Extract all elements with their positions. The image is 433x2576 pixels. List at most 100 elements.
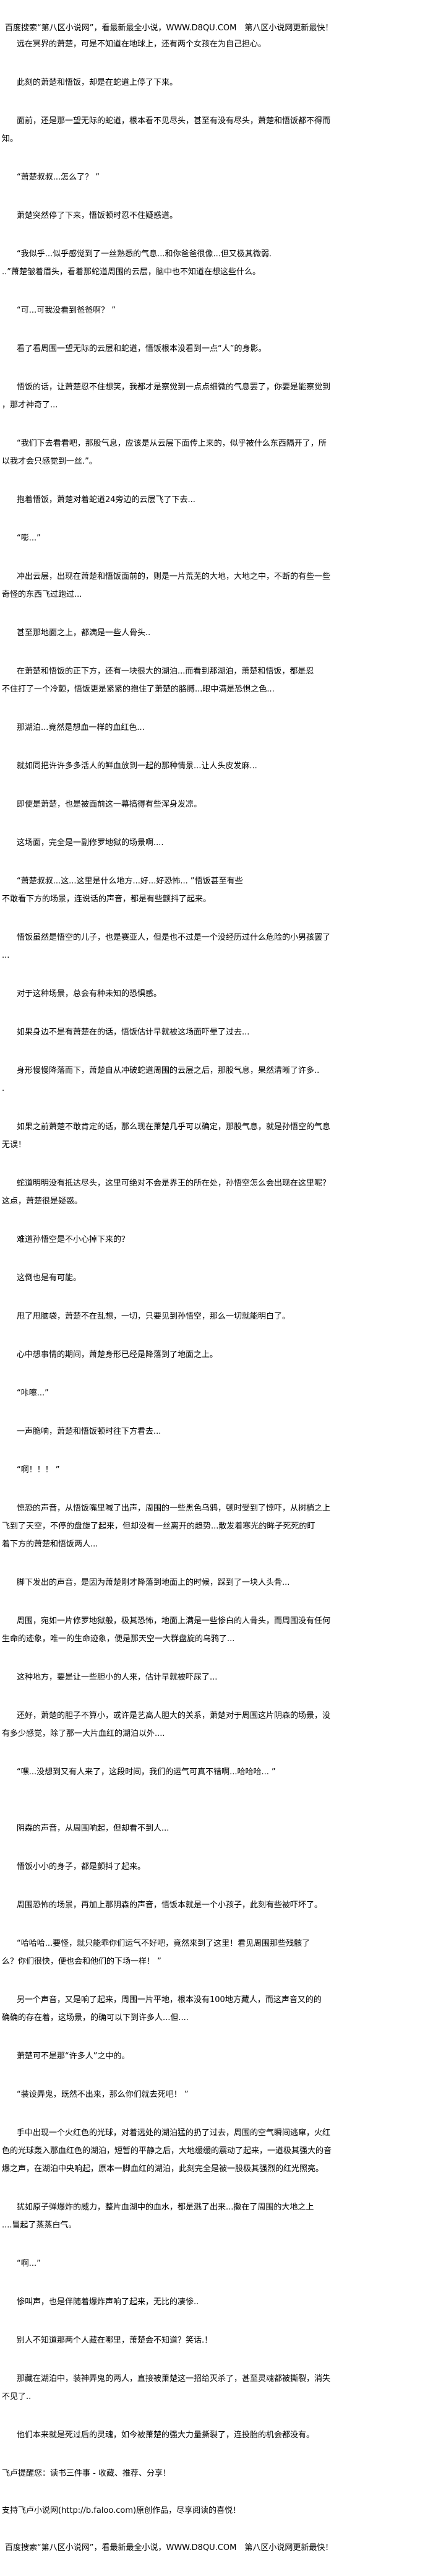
paragraph-line: 手中出现一个火红色的光球，对着远处的湖泊猛的扔了过去，周围的空气瞬间逃窜，火红 bbox=[17, 2128, 331, 2138]
paragraph-line: 面前，还是那一望无际的蛇道，根本看不见尽头，甚至有没有尽头，萧楚和悟饭都不得而 bbox=[17, 116, 331, 126]
paragraph-line: “萧楚叔叔...怎么了？ ” bbox=[17, 173, 100, 182]
paragraph-line: 脚下发出的声音，是因为萧楚刚才降落到地面上的时候，踩到了一块人头骨... bbox=[17, 1578, 290, 1587]
paragraph-line: 另一个声音，又是响了起来，周围一片平地，根本没有100地方藏人，而这声音又的的 bbox=[17, 1995, 322, 2005]
paragraph-line: 萧楚突然停了下来，悟饭顿时忍不住疑惑道。 bbox=[17, 211, 178, 220]
paragraph-line: 惨叫声，也是伴随着爆炸声响了起来，无比的凄惨.. bbox=[17, 2297, 199, 2307]
paragraph: “哈哈哈...要怪，就只能乖你们运气不好吧，竟然来到了这里！看见周围那些残骸了么… bbox=[2, 1935, 433, 1971]
paragraph-line: 即使是萧楚，也是被面前这一幕搞得有些浑身发凉。 bbox=[17, 800, 202, 809]
paragraph-line: 心中想事情的期间，萧楚身形已经是降落到了地面之上。 bbox=[17, 1350, 218, 1360]
paragraph: “装设弄鬼，既然不出来，那么你们就去死吧！ ” bbox=[2, 2086, 433, 2104]
paragraph-line: 不敢看下方的场景，连说话的声音，都是有些颤抖了起来。 bbox=[2, 895, 212, 904]
paragraph-line: 如果之前萧楚不敢肯定的话，那么现在萧楚几乎可以确定，那股气息，就是孙悟空的气息 bbox=[17, 1122, 331, 1132]
paragraph: “萧楚叔叔...这...这里是什么地方...好...好恐怖... ”悟饭甚至有些… bbox=[2, 872, 433, 908]
paragraph: “我们下去看看吧，那股气息，应该是从云层下面传上来的，似乎被什么东西隔开了，所以… bbox=[2, 435, 433, 471]
paragraph-line: “装设弄鬼，既然不出来，那么你们就去死吧！ ” bbox=[17, 2090, 189, 2099]
paragraph: 这种地方，要是让一些胆小的人来，估计早就被吓尿了... bbox=[2, 1668, 433, 1686]
paragraph-line: 有多少感觉，除了那一大片血红的湖泊以外.... bbox=[2, 1729, 165, 1738]
paragraph-line: 身形慢慢降落而下，萧楚自从冲破蛇道周围的云层之后，那股气息，果然清晰了许多.. bbox=[17, 1066, 320, 1075]
paragraph: 身形慢慢降落而下，萧楚自从冲破蛇道周围的云层之后，那股气息，果然清晰了许多... bbox=[2, 1062, 433, 1098]
paragraph-line: 抱着悟饭，萧楚对着蛇道24旁边的云层飞了下去... bbox=[17, 495, 195, 505]
paragraph: 如果之前萧楚不敢肯定的话，那么现在萧楚几乎可以确定，那股气息，就是孙悟空的气息无… bbox=[2, 1118, 433, 1154]
paragraph-line: 悟饭小小的身子，都是颤抖了起来。 bbox=[17, 1862, 146, 1871]
paragraph-line: 确确的存在着，这场景，的确可以下到许多人...但.... bbox=[2, 2013, 189, 2023]
paragraph-line: 这种地方，要是让一些胆小的人来，估计早就被吓尿了... bbox=[17, 1673, 218, 1682]
paragraph-line: 他们本来就是死过后的灵魂，如今被萧楚的强大力量撕裂了，连投胎的机会都没有。 bbox=[17, 2431, 315, 2440]
paragraph: 悟饭小小的身子，都是颤抖了起来。 bbox=[2, 1858, 433, 1876]
paragraph-line: “我似乎...似乎感觉到了一丝熟悉的气息...和你爸爸很像...但又极其微弱. bbox=[17, 249, 272, 259]
paragraph-line: “萧楚叔叔...这...这里是什么地方...好...好恐怖... ”悟饭甚至有些 bbox=[17, 877, 243, 886]
paragraph: 周围，宛如一片修罗地狱般，极其恐怖，地面上满是一些惨白的人骨头，而周围没有任何生… bbox=[2, 1612, 433, 1648]
paragraph: “可...可我没看到爸爸啊？ ” bbox=[2, 301, 433, 319]
paragraph-line: “哈哈哈...要怪，就只能乖你们运气不好吧，竟然来到了这里！看见周围那些残骸了 bbox=[17, 1939, 311, 1948]
paragraph: 这场面，完全是一副修罗地狱的场景啊.... bbox=[2, 834, 433, 852]
footer-support-link[interactable]: 支持飞卢小说网(http://b.faloo.com)原创作品，尽享阅读的喜悦！ bbox=[2, 2506, 241, 2515]
paragraph-line: 这点，萧楚很是疑惑。 bbox=[2, 1197, 83, 1206]
paragraph: 这倒也是有可能。 bbox=[2, 1269, 433, 1287]
paragraph: 悟饭的话，让萧楚忍不住想笑，我都才是察觉到一点点细微的气息罢了，你要是能察觉到，… bbox=[2, 378, 433, 414]
paragraph: “啊！！！ ” bbox=[2, 1461, 433, 1479]
paragraph-line: 奇怪的东西飞过跑过... bbox=[2, 590, 82, 599]
paragraph-line: 爆之声，在湖泊中央响起，原本一脚血红的湖泊，此刻完全是被一股极其强烈的红光照亮。 bbox=[2, 2164, 324, 2174]
paragraph-line: 难道孙悟空是不小心掉下来的？ bbox=[17, 1235, 130, 1244]
paragraph: 惊恐的声音，从悟饭嘴里喊了出声，周围的一些黑色乌鸦，顿时受到了惊吓，从树梢之上飞… bbox=[2, 1499, 433, 1553]
paragraph: 在萧楚和悟饭的正下方，还有一块很大的湖泊...而看到那湖泊，萧楚和悟饭，都是忍不… bbox=[2, 662, 433, 698]
paragraph-line: 甚至那地面之上，都满是一些人骨头.. bbox=[17, 628, 151, 638]
paragraph-line: 别人不知道那两个人藏在哪里，萧楚会不知道？笑话.！ bbox=[17, 2336, 213, 2345]
paragraph: 那藏在湖泊中，装神弄鬼的两人，直接被萧楚这一招给灭杀了，甚至灵魂都被撕裂，消失不… bbox=[2, 2370, 433, 2406]
paragraph-line: ..”萧楚皱着眉头，看着那蛇道周围的云层，脑中也不知道在想这些什么。 bbox=[2, 267, 260, 277]
paragraph-line: 一声脆响，萧楚和悟饭顿时往下方看去... bbox=[17, 1427, 161, 1436]
paragraph: 即使是萧楚，也是被面前这一幕搞得有些浑身发凉。 bbox=[2, 796, 433, 813]
paragraph: 另一个声音，又是响了起来，周围一片平地，根本没有100地方藏人，而这声音又的的确… bbox=[2, 1991, 433, 2027]
paragraph: “我似乎...似乎感觉到了一丝熟悉的气息...和你爸爸很像...但又极其微弱..… bbox=[2, 245, 433, 281]
paragraph: “嘿...没想到又有人来了，这段时间，我们的运气可真不错啊...哈哈哈... ” bbox=[2, 1763, 433, 1781]
paragraph-line: 这场面，完全是一副修罗地狱的场景啊.... bbox=[17, 838, 164, 848]
paragraph: 脚下发出的声音，是因为萧楚刚才降落到地面上的时候，踩到了一块人头骨... bbox=[2, 1574, 433, 1592]
paragraph: 对于这种场景，总会有种未知的恐惧感。 bbox=[2, 985, 433, 1003]
paragraph-line: 周围恐怖的场景，再加上那阴森的声音，悟饭本就是一个小孩子，此刻有些被吓坏了。 bbox=[17, 1901, 323, 1910]
paragraph: 难道孙悟空是不小心掉下来的？ bbox=[2, 1231, 433, 1249]
paragraph-line: 冲出云层，出现在萧楚和悟饭面前的，则是一片荒芜的大地，大地之中，不断的有些一些 bbox=[17, 572, 331, 581]
paragraph: 萧楚可不是那“许多人”之中的。 bbox=[2, 2047, 433, 2065]
paragraph: 甚至那地面之上，都满是一些人骨头.. bbox=[2, 624, 433, 642]
paragraph-line: 还好，萧楚的胆子不算小，或许是艺高人胆大的关系，萧楚对于周围这片阴森的场景，没 bbox=[17, 1711, 331, 1720]
paragraph-line: ... bbox=[2, 951, 10, 960]
paragraph: 就如同把许许多多活人的鲜血放到一起的那种情景...让人头皮发麻... bbox=[2, 757, 433, 775]
paragraph-line: 看了看周围一望无际的云层和蛇道，悟饭根本没看到一点“人”的身影。 bbox=[17, 344, 267, 353]
paragraph: “咔嚓...” bbox=[2, 1384, 433, 1402]
paragraph: 蛇道明明没有抵达尽头，这里可绝对不会是界王的所在处，孙悟空怎么会出现在这里呢？这… bbox=[2, 1174, 433, 1210]
paragraph-line: 对于这种场景，总会有种未知的恐惧感。 bbox=[17, 989, 162, 999]
paragraph: 冲出云层，出现在萧楚和悟饭面前的，则是一片荒芜的大地，大地之中，不断的有些一些奇… bbox=[2, 568, 433, 604]
footer-reminder: 飞卢提醒您：读书三件事 - 收藏、推荐、分享！ bbox=[2, 2469, 171, 2478]
paragraph-line: 萧楚可不是那“许多人”之中的。 bbox=[17, 2052, 130, 2061]
paragraph-line: “我们下去看看吧，那股气息，应该是从云层下面传上来的，似乎被什么东西隔开了，所 bbox=[17, 439, 327, 448]
paragraph-line: 如果身边不是有萧楚在的话，悟饭估计早就被这场面吓晕了过去... bbox=[17, 1028, 250, 1037]
paragraph: 一声脆响，萧楚和悟饭顿时往下方看去... bbox=[2, 1423, 433, 1441]
paragraph-line: 那湖泊...竟然是想血一样的血红色... bbox=[17, 723, 145, 732]
paragraph-line: “啊...” bbox=[17, 2259, 41, 2268]
paragraph-line: ....冒起了蒸蒸白气。 bbox=[2, 2221, 77, 2230]
paragraph: “嘭...” bbox=[2, 529, 433, 547]
paragraph-line: 犹如原子弹爆炸的威力，整片血湖中的血水，都是溅了出来...撒在了周围的大地之上 bbox=[17, 2203, 314, 2212]
paragraph: 萧楚突然停了下来，悟饭顿时忍不住疑惑道。 bbox=[2, 207, 433, 225]
paragraph-line: 色的光球轰入那血红色的湖泊，短暂的平静之后，大地缓缓的震动了起来，一道极其强大的… bbox=[2, 2146, 332, 2156]
paragraph: 甩了甩脑袋，萧楚不在乱想，一切，只要见到孙悟空，那么一切就能明白了。 bbox=[2, 1308, 433, 1325]
paragraph-line: 无误！ bbox=[2, 1140, 27, 1150]
paragraph-line: “啊！！！ ” bbox=[17, 1465, 60, 1475]
site-banner-top: 百度搜索“第八区小说网”，看最新最全小说，WWW.D8QU.COM 第八区小说网… bbox=[5, 24, 333, 33]
paragraph-line: 在萧楚和悟饭的正下方，还有一块很大的湖泊...而看到那湖泊，萧楚和悟饭，都是忍 bbox=[17, 667, 314, 676]
paragraph-line: 悟饭的话，让萧楚忍不住想笑，我都才是察觉到一点点细微的气息罢了，你要是能察觉到 bbox=[17, 383, 331, 392]
paragraph: 手中出现一个火红色的光球，对着远处的湖泊猛的扔了过去，周围的空气瞬间逃窜，火红色… bbox=[2, 2124, 433, 2178]
paragraph-line: 知。 bbox=[2, 134, 19, 144]
paragraph: 远在冥界的萧楚，可是不知道在地球上，还有两个女孩在为自己担心。 bbox=[2, 35, 433, 53]
paragraph-line: 那藏在湖泊中，装神弄鬼的两人，直接被萧楚这一招给灭杀了，甚至灵魂都被撕裂，消失 bbox=[17, 2374, 331, 2383]
paragraph: 心中想事情的期间，萧楚身形已经是降落到了地面之上。 bbox=[2, 1346, 433, 1364]
paragraph: 抱着悟饭，萧楚对着蛇道24旁边的云层飞了下去... bbox=[2, 491, 433, 509]
paragraph: 如果身边不是有萧楚在的话，悟饭估计早就被这场面吓晕了过去... bbox=[2, 1023, 433, 1041]
paragraph-line: “咔嚓...” bbox=[17, 1389, 49, 1398]
paragraph-line: “可...可我没看到爸爸啊？ ” bbox=[17, 306, 116, 315]
paragraph: 惨叫声，也是伴随着爆炸声响了起来，无比的凄惨.. bbox=[2, 2293, 433, 2311]
paragraph-line: “嘿...没想到又有人来了，这段时间，我们的运气可真不错啊...哈哈哈... ” bbox=[17, 1767, 276, 1777]
paragraph-line: 周围，宛如一片修罗地狱般，极其恐怖，地面上满是一些惨白的人骨头，而周围没有任何 bbox=[17, 1616, 331, 1626]
paragraph-line: 惊恐的声音，从悟饭嘴里喊了出声，周围的一些黑色乌鸦，顿时受到了惊吓，从树梢之上 bbox=[17, 1504, 331, 1513]
